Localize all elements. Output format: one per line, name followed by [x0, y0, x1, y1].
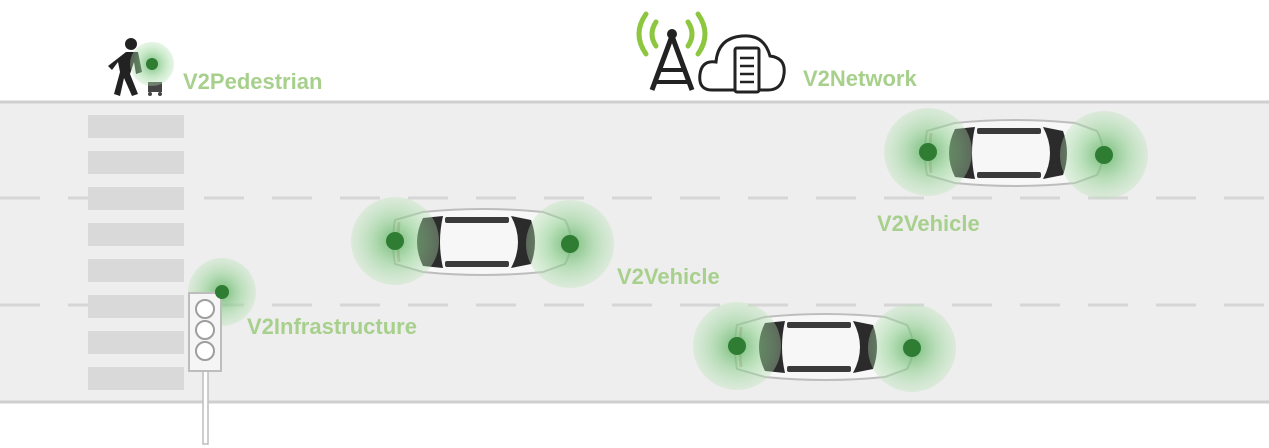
pedestrian-icon: [108, 38, 174, 96]
label-v2vehicle-a: V2Vehicle: [617, 264, 720, 289]
label-v2infrastructure: V2Infrastructure: [247, 314, 417, 339]
label-v2vehicle-b: V2Vehicle: [877, 211, 980, 236]
label-v2pedestrian: V2Pedestrian: [183, 69, 323, 94]
vehicle-car-2: [884, 108, 1148, 199]
vehicle-car-3: [693, 302, 956, 392]
antenna-tower-icon: [636, 11, 708, 91]
label-v2network: V2Network: [803, 66, 917, 91]
crosswalk: [88, 115, 184, 390]
cloud-server-icon: [698, 34, 786, 94]
traffic-light-icon: [188, 258, 256, 445]
vehicle-car-1: [351, 197, 614, 288]
